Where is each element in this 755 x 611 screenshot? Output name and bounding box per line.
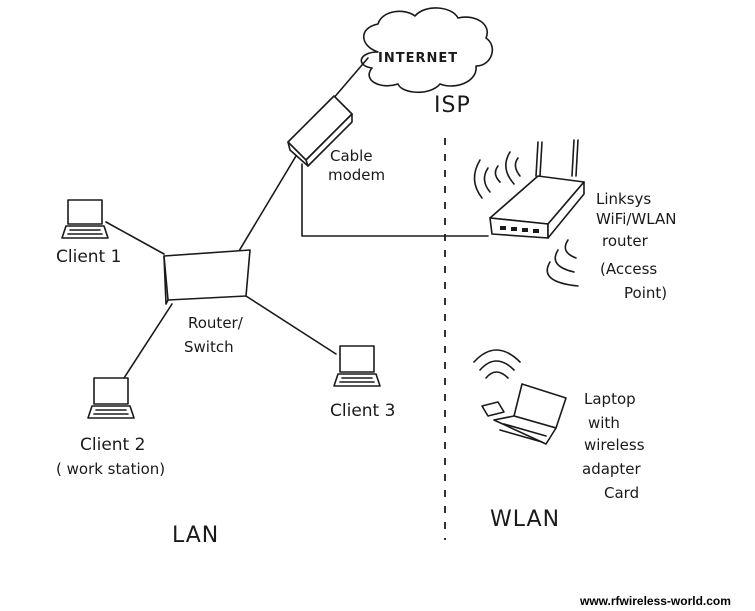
router-wifi-waves-bottom (546, 239, 579, 287)
router-label-5: Point) (624, 284, 667, 302)
modem-switch-link (235, 155, 297, 257)
client2-link (123, 303, 173, 379)
internet-modem-link (331, 57, 369, 101)
client1-label: Client 1 (56, 247, 121, 267)
router-led-3 (522, 228, 528, 232)
internet-cloud (360, 7, 494, 94)
laptop-label-3: wireless (584, 436, 645, 454)
laptop-label-1: Laptop (584, 390, 636, 408)
wlan-label: WLAN (490, 507, 560, 532)
modem-router-link (301, 163, 489, 237)
lan-switch (163, 249, 251, 305)
router-wifi-waves-left (473, 151, 521, 199)
switch-label-1: Router/ (188, 314, 244, 332)
router-led-2 (511, 227, 517, 231)
router-led-1 (500, 226, 506, 230)
website-credit: www.rfwireless-world.com (579, 594, 731, 608)
router-label-4: (Access (600, 260, 657, 278)
client3-laptop (333, 345, 381, 387)
internet-label: INTERNET (378, 51, 458, 66)
wifi-router (489, 139, 585, 239)
laptop-wifi-waves (473, 349, 521, 379)
router-label-1: Linksys (596, 190, 651, 208)
client2-laptop (87, 377, 135, 419)
router-label-2: WiFi/WLAN (596, 210, 676, 228)
laptop-label-2: with (588, 414, 620, 432)
client2-label-1: Client 2 (80, 435, 145, 455)
router-label-3: router (602, 232, 649, 250)
wireless-laptop (481, 383, 567, 445)
client2-label-2: ( work station) (56, 460, 165, 478)
client1-laptop (61, 199, 109, 239)
cable-modem-label-2: modem (328, 166, 385, 184)
client1-link (105, 221, 165, 255)
laptop-label-5: Card (604, 484, 639, 502)
laptop-label-4: adapter (582, 460, 642, 478)
router-led-4 (533, 229, 539, 233)
client3-label: Client 3 (330, 401, 395, 421)
switch-label-2: Switch (184, 338, 234, 356)
client3-link (245, 295, 337, 355)
isp-label: ISP (434, 93, 471, 118)
cable-modem (287, 95, 353, 167)
cable-modem-label-1: Cable (330, 147, 373, 165)
lan-label: LAN (172, 523, 219, 548)
